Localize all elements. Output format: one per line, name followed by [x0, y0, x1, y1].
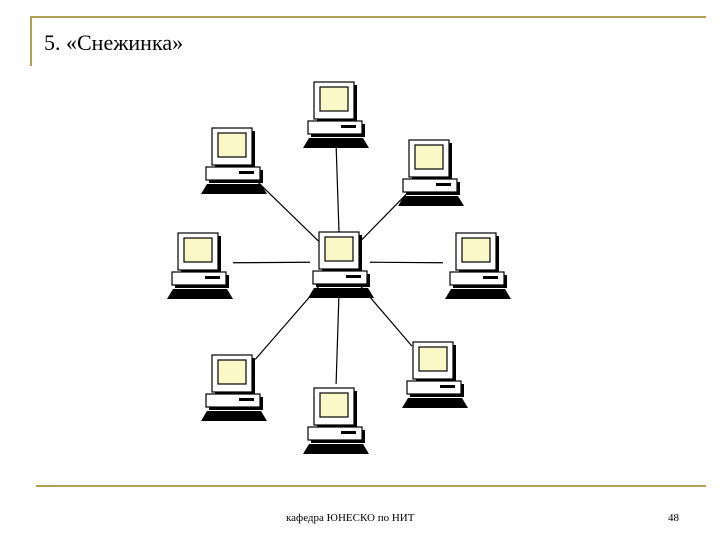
page-number: 48: [668, 512, 679, 524]
computer-icon: [201, 127, 267, 194]
computer-icon: [167, 232, 233, 299]
left-rule: [30, 16, 32, 66]
computer-icon: [402, 341, 468, 408]
bottom-rule: [36, 485, 706, 487]
central-computer-icon: [308, 231, 374, 298]
computer-icon: [303, 81, 369, 148]
network-link: [335, 291, 340, 385]
footer-department: кафедра ЮНЕСКО по НИТ: [286, 512, 415, 524]
network-link: [369, 261, 444, 264]
computer-icon: [201, 354, 267, 421]
computer-icon: [303, 387, 369, 454]
network-link: [335, 145, 340, 233]
network-links: [232, 145, 444, 385]
computer-icon: [445, 232, 511, 299]
top-rule: [30, 16, 706, 18]
network-link: [232, 261, 311, 264]
network-link: [256, 181, 319, 242]
network-nodes: [167, 81, 511, 454]
computer-icon: [398, 139, 464, 206]
network-link: [360, 193, 407, 241]
slide-title: 5. «Снежинка»: [44, 30, 184, 55]
